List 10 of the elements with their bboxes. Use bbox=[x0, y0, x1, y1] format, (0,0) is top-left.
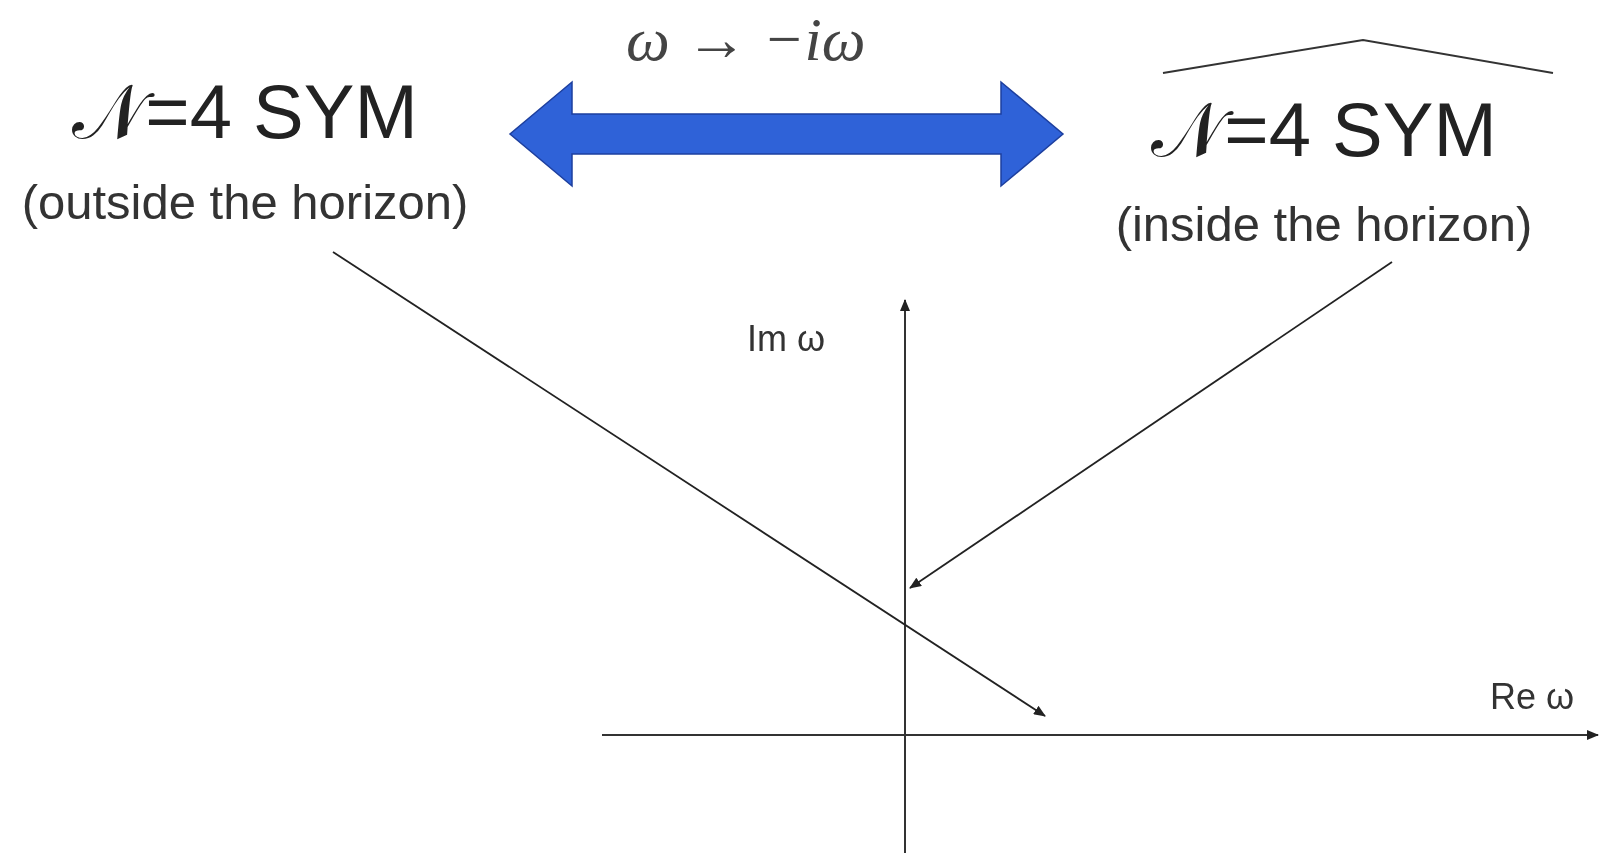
axis-label: Im ω bbox=[747, 318, 826, 360]
node-title: 𝒩=4 SYM bbox=[72, 70, 418, 154]
edge-label: ω → −iω bbox=[626, 4, 866, 75]
node-title: 𝒩=4 SYM bbox=[1151, 88, 1497, 172]
axis-label: Re ω bbox=[1490, 676, 1575, 718]
leader-arrow bbox=[909, 261, 1393, 589]
double-arrow bbox=[508, 80, 1065, 188]
node-subtitle: (outside the horizon) bbox=[21, 173, 469, 230]
leader-arrow bbox=[332, 251, 1046, 717]
node-subtitle: (inside the horizon) bbox=[1115, 195, 1533, 252]
